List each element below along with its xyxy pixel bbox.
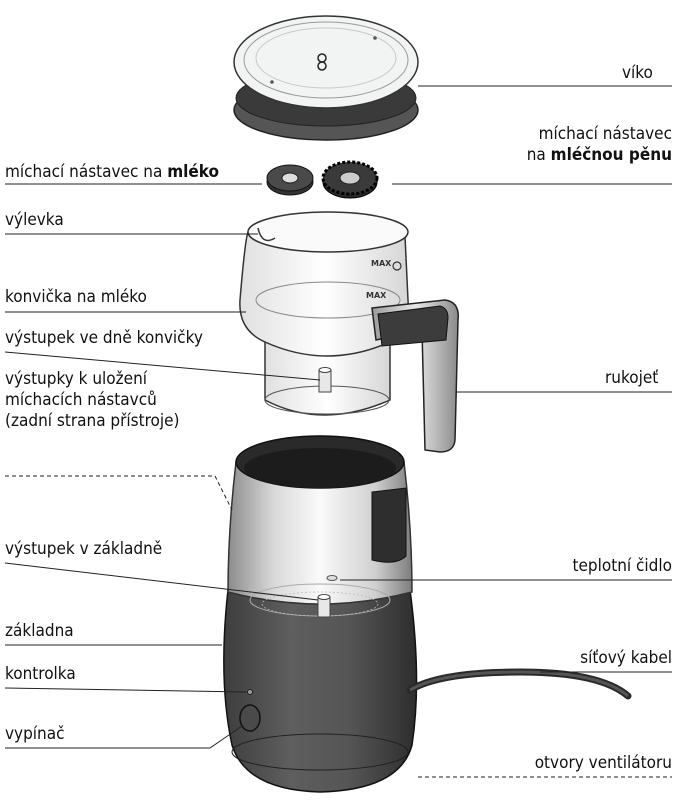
label-zakladna: základna bbox=[5, 621, 74, 642]
indicator-light bbox=[248, 690, 253, 695]
power-cable bbox=[410, 672, 628, 696]
label-konvicka: konvička na mléko bbox=[5, 287, 147, 308]
label-vystupky: výstupky k uložení míchacích nástavců (z… bbox=[5, 369, 180, 432]
lid bbox=[234, 16, 418, 140]
label-nastavec-pena-line2: na mléčnou pěnu bbox=[430, 145, 672, 166]
label-vylevka: výlevka bbox=[5, 210, 64, 231]
label-nastavec-mleko: míchací nástavec na mléko bbox=[5, 162, 219, 183]
whisk-milk bbox=[267, 165, 313, 195]
temperature-sensor bbox=[327, 576, 337, 581]
label-viko: víko bbox=[622, 63, 653, 84]
label-nastavec-mleko-prefix: míchací nástavec na bbox=[5, 162, 162, 182]
label-vystupky-line3: (zadní strana přístroje) bbox=[5, 411, 180, 432]
power-switch[interactable] bbox=[240, 705, 260, 731]
max-mark-1: MAX bbox=[371, 259, 392, 268]
label-nastavec-mleko-bold: mléko bbox=[167, 162, 219, 182]
label-vypinac: vypínač bbox=[5, 724, 65, 745]
label-rukojet: rukojeť bbox=[605, 368, 658, 389]
label-teplotni-cidlo: teplotní čidlo bbox=[472, 556, 672, 577]
max-mark-2: MAX bbox=[366, 291, 387, 300]
label-otvory: otvory ventilátoru bbox=[452, 753, 672, 774]
label-nastavec-pena-line1: míchací nástavec bbox=[430, 124, 672, 145]
label-vystupky-line1: výstupky k uložení bbox=[5, 369, 180, 390]
label-vystupek-dno: výstupek ve dně konvičky bbox=[5, 328, 203, 349]
milk-jug: MAX MAX bbox=[240, 212, 458, 452]
label-nastavec-pena-bold: mléčnou pěnu bbox=[551, 145, 672, 165]
lid-glass bbox=[234, 16, 418, 108]
label-vystupky-line2: míchacích nástavců bbox=[5, 390, 180, 411]
label-kontrolka: kontrolka bbox=[5, 664, 76, 685]
whisk-foam bbox=[323, 162, 377, 198]
jug-pin bbox=[319, 370, 331, 392]
base-unit bbox=[224, 436, 628, 792]
label-nastavec-pena: míchací nástavec na mléčnou pěnu bbox=[430, 124, 672, 166]
label-nastavec-pena-prefix: na bbox=[527, 145, 546, 165]
label-vystupek-zakladna: výstupek v základně bbox=[5, 539, 162, 560]
label-sitovy-kabel: síťový kabel bbox=[472, 648, 672, 669]
